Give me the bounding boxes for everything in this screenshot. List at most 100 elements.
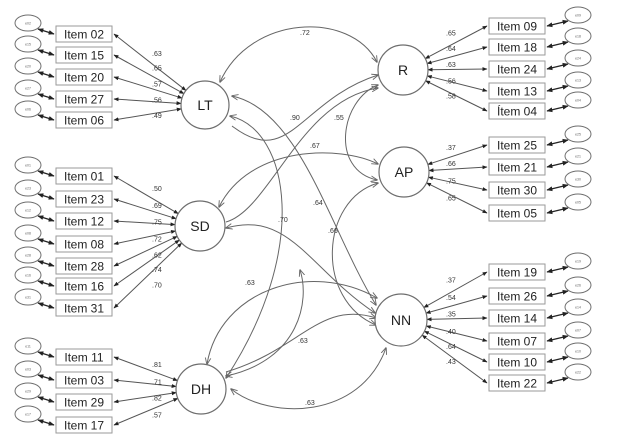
error-label: e10 [575,349,581,353]
item-label: Item 03 [64,374,104,388]
loading-label: .49 [152,113,162,120]
item-label: Item 06 [64,114,104,128]
loading-arrow [113,391,177,404]
error-label: e23 [25,186,31,190]
covariance-label: .67 [310,143,320,150]
error-term [564,27,592,45]
loading-arrow [426,46,488,65]
error-term [564,193,592,211]
loading-label: .62 [152,253,162,260]
item-label: Item 23 [64,193,104,207]
error-arrow [37,419,55,426]
item-label: Item 27 [64,93,104,107]
error-arrow [546,160,569,169]
error-arrow [546,206,569,215]
error-label: e21 [575,154,581,158]
item-box [488,287,546,305]
loading-arrow [113,356,178,382]
item-label: Item 21 [497,161,537,175]
loading-arrow [427,144,488,165]
error-term [564,170,592,188]
loading-arrow [426,316,488,322]
item-box [488,374,546,392]
loading-label: .74 [152,267,162,274]
item-label: Item 31 [64,302,104,316]
item-label: Item 20 [64,71,104,85]
loading-label: .70 [152,282,162,289]
covariance-curve-nn-dh [231,348,386,410]
item-box [55,277,113,295]
error-label: e07 [575,328,581,332]
item-box [55,212,113,230]
item-label: Item 19 [497,266,537,280]
loading-arrow [426,75,488,92]
covariance-curve [225,88,378,223]
item-box [488,60,546,78]
item-label: Item 15 [64,49,104,63]
error-term [14,288,42,306]
error-arrow [546,40,569,49]
error-arrow [37,396,55,403]
loading-arrow [113,219,176,227]
loading-label: .43 [446,359,456,366]
error-arrow [546,311,569,320]
latent-label: AP [395,164,414,180]
loading-label: .64 [446,344,456,351]
item-box [55,46,113,64]
error-term [14,100,42,118]
latent-label: R [398,62,408,78]
item-label: Item 25 [497,139,537,153]
error-label: e15 [25,42,31,46]
error-label: e06 [25,107,31,111]
error-label: e16 [25,273,31,277]
item-label: Item 12 [64,215,104,229]
error-arrow [546,84,569,93]
item-box [55,393,113,411]
item-box [488,17,546,35]
item-box [488,181,546,199]
covariance-label: .63 [298,338,308,345]
loading-label: .56 [152,98,162,105]
loading-label: .56 [446,79,456,86]
covariance-label: .64 [313,200,323,207]
error-arrow [37,193,55,200]
error-label: e31 [25,295,31,299]
item-box [488,82,546,100]
covariance-curve-lt-nn [232,96,376,305]
loading-label: .69 [152,203,162,210]
covariance-curve-dh-nn [207,281,377,364]
item-label: Item 17 [64,419,104,433]
item-label: Item 01 [64,170,104,184]
latent-label: DH [191,381,211,397]
error-arrow [546,19,569,28]
loading-arrow [425,80,488,112]
loading-label: .57 [152,81,162,88]
item-label: Item 09 [497,20,537,34]
covariance-label: .66 [328,228,338,235]
item-box [55,167,113,185]
error-label: e25 [575,132,581,136]
error-label: e04 [575,98,581,102]
item-box [488,158,546,176]
item-box [55,299,113,317]
item-label: Ítem 04 [497,104,537,119]
loading-arrow [113,378,177,389]
error-arrow [37,28,55,35]
error-arrow [546,355,569,364]
loading-label: .37 [446,277,456,284]
loading-arrow [113,397,179,426]
latent-label: NN [391,312,411,328]
error-arrow [37,49,55,56]
covariance-curve-lt-dh [226,116,283,378]
item-box [55,190,113,208]
error-arrow [37,215,55,222]
error-term [564,321,592,339]
error-arrow [546,104,569,113]
loading-label: .35 [446,311,456,318]
error-term [564,49,592,67]
loading-label: .37 [446,145,456,152]
covariance-label: .70 [278,217,288,224]
